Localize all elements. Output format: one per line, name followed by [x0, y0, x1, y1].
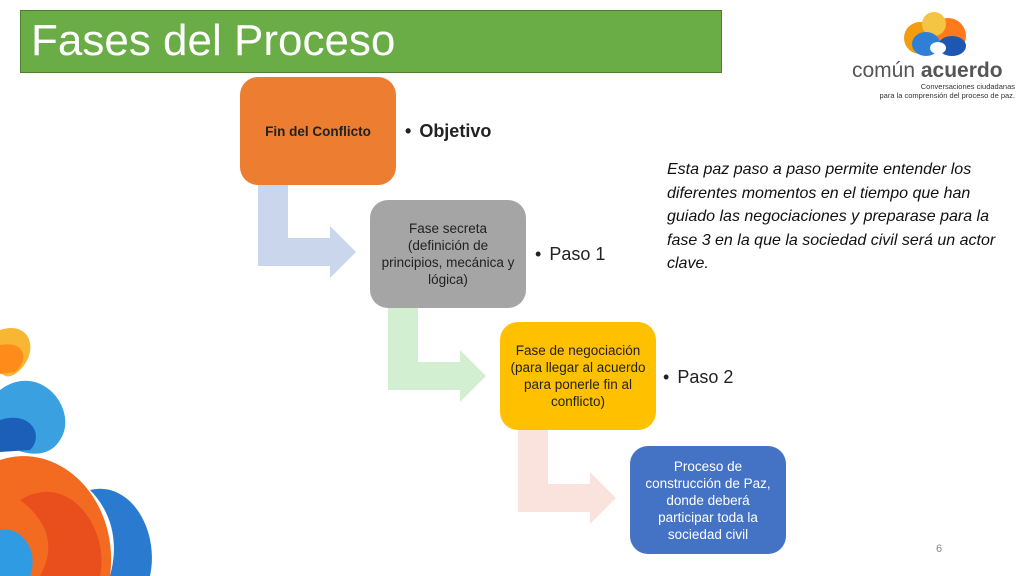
logo-tagline-1: Conversaciones ciudadanas [920, 82, 1015, 91]
bullet-dot: • [663, 367, 670, 387]
logo-tagline: Conversaciones ciudadanas para la compre… [855, 82, 1016, 100]
arrow-3 [518, 430, 616, 524]
arrow-2 [388, 308, 486, 402]
step-fase-secreta: Fase secreta (definición de principios, … [370, 200, 526, 308]
bullet-paso-1: • Paso 1 [535, 243, 605, 265]
bullet-text: Objetivo [419, 121, 492, 141]
step-fase-negociacion: Fase de negociación (para llegar al acue… [500, 322, 656, 430]
bullet-text: Paso 1 [549, 244, 606, 264]
slide-title: Fases del Proceso [31, 16, 396, 65]
logo-tagline-2: para la comprensión del proceso de paz. [879, 91, 1016, 100]
title-bar: Fases del Proceso [20, 10, 722, 73]
bullet-dot: • [405, 121, 412, 141]
logo-name: común acuerdo [852, 60, 1017, 82]
decorative-swirl-graphic [0, 328, 152, 576]
explanatory-note: Esta paz paso a paso permite entender lo… [667, 161, 996, 272]
step-fin-del-conflicto: Fin del Conflicto [240, 77, 396, 185]
comun-acuerdo-logo: común acuerdo Conversaciones ciudadanas … [852, 10, 1017, 100]
bullet-text: Paso 2 [677, 367, 734, 387]
bullet-paso-2: • Paso 2 [663, 366, 733, 388]
logo-name-light: común [852, 59, 921, 82]
logo-bird-icon [904, 12, 966, 56]
step-construccion-paz: Proceso de construcción de Paz, donde de… [630, 446, 786, 554]
logo-name-bold: acuerdo [920, 59, 1003, 82]
bullet-objetivo: • Objetivo [405, 120, 491, 142]
bullet-dot: • [535, 244, 542, 264]
arrow-1 [258, 185, 356, 278]
page-number: 6 [936, 543, 943, 555]
